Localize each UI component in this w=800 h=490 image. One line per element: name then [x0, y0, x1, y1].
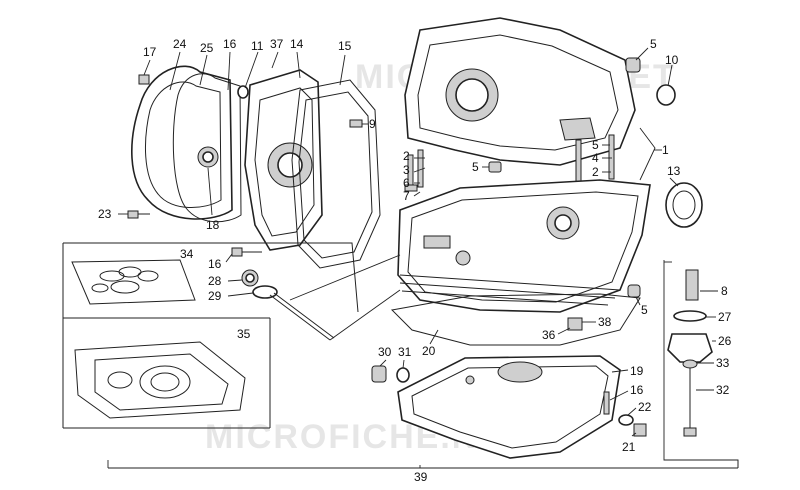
kit-outline [63, 242, 359, 313]
callout-5-right: 5 [592, 138, 599, 152]
oil-sump [397, 355, 621, 459]
callout-9: 9 [369, 117, 376, 131]
callout-37: 37 [270, 37, 284, 51]
callout-2-right: 2 [592, 165, 599, 179]
callout-16: 16 [223, 37, 237, 51]
callout-3: 3 [403, 163, 410, 177]
callout-33: 33 [716, 356, 730, 370]
bushing-top [625, 57, 641, 73]
o-ring [673, 310, 707, 322]
callout-4: 4 [592, 151, 599, 165]
bushing-mid [488, 161, 502, 173]
callout-13: 13 [667, 164, 681, 178]
callout-25: 25 [200, 41, 214, 55]
cover-bolt [127, 210, 150, 219]
callout-26: 26 [718, 334, 732, 348]
lower-crankcase [397, 179, 651, 313]
callout-18: 18 [206, 218, 220, 232]
callout-2-left: 2 [403, 149, 410, 163]
seal-ring [237, 85, 249, 99]
gasket-kit-35 [74, 341, 246, 419]
callout-28: 28 [208, 274, 222, 288]
housing-bolt [231, 247, 262, 257]
callout-8: 8 [721, 284, 728, 298]
callout-31: 31 [398, 345, 412, 359]
callout-17: 17 [143, 45, 157, 59]
oil-dipstick [241, 269, 335, 341]
callout-22: 22 [638, 400, 652, 414]
callout-39: 39 [414, 470, 428, 484]
leader-lines [118, 47, 718, 468]
long-bolt [683, 427, 697, 437]
callout-30: 30 [378, 345, 392, 359]
sump-gasket [390, 293, 641, 346]
callout-32: 32 [716, 383, 730, 397]
oil-seal-small [656, 84, 676, 106]
oil-seal-large [665, 182, 703, 228]
gasket-kit-34 [71, 259, 196, 305]
callout-10: 10 [665, 53, 679, 67]
callout-36: 36 [542, 328, 556, 342]
oil-pipe-fitting [567, 317, 583, 331]
sump-bolt [603, 391, 610, 415]
intermediate-housing [244, 69, 323, 251]
filter-cover [667, 333, 713, 363]
callout-numbers: 17 24 25 16 11 37 14 15 9 5 10 2 3 6 7 5… [98, 37, 732, 484]
housing-gasket [291, 79, 381, 269]
callout-15: 15 [338, 39, 352, 53]
callout-16-left: 16 [208, 257, 222, 271]
drain-plug [618, 414, 647, 437]
callout-5-top: 5 [650, 37, 657, 51]
callout-19: 19 [630, 364, 644, 378]
callout-5-mid: 5 [472, 160, 479, 174]
upper-crankcase [404, 17, 636, 166]
outer-cover [131, 65, 233, 220]
oil-filler-cap [371, 365, 410, 383]
callout-5-lower: 5 [641, 303, 648, 317]
callout-7: 7 [403, 189, 410, 203]
callout-38: 38 [598, 315, 612, 329]
callout-34: 34 [180, 247, 194, 261]
filter-cartridge [685, 269, 699, 301]
callout-21: 21 [622, 440, 636, 454]
callout-14: 14 [290, 37, 304, 51]
dowel-pin [349, 119, 363, 128]
callout-1: 1 [662, 143, 669, 157]
callout-6: 6 [403, 176, 410, 190]
filter-assembly [667, 269, 713, 437]
callout-35: 35 [237, 327, 251, 341]
plug [138, 74, 150, 85]
callout-16-lower: 16 [630, 383, 644, 397]
callout-27: 27 [718, 310, 732, 324]
callout-23: 23 [98, 207, 112, 221]
callout-20: 20 [422, 344, 436, 358]
callout-11: 11 [251, 39, 264, 53]
studs-right [575, 134, 615, 185]
callout-29: 29 [208, 289, 222, 303]
bushing-right [627, 284, 641, 298]
callout-24: 24 [173, 37, 187, 51]
cover-gasket [172, 73, 242, 223]
crankcase-nameplate [423, 235, 451, 249]
